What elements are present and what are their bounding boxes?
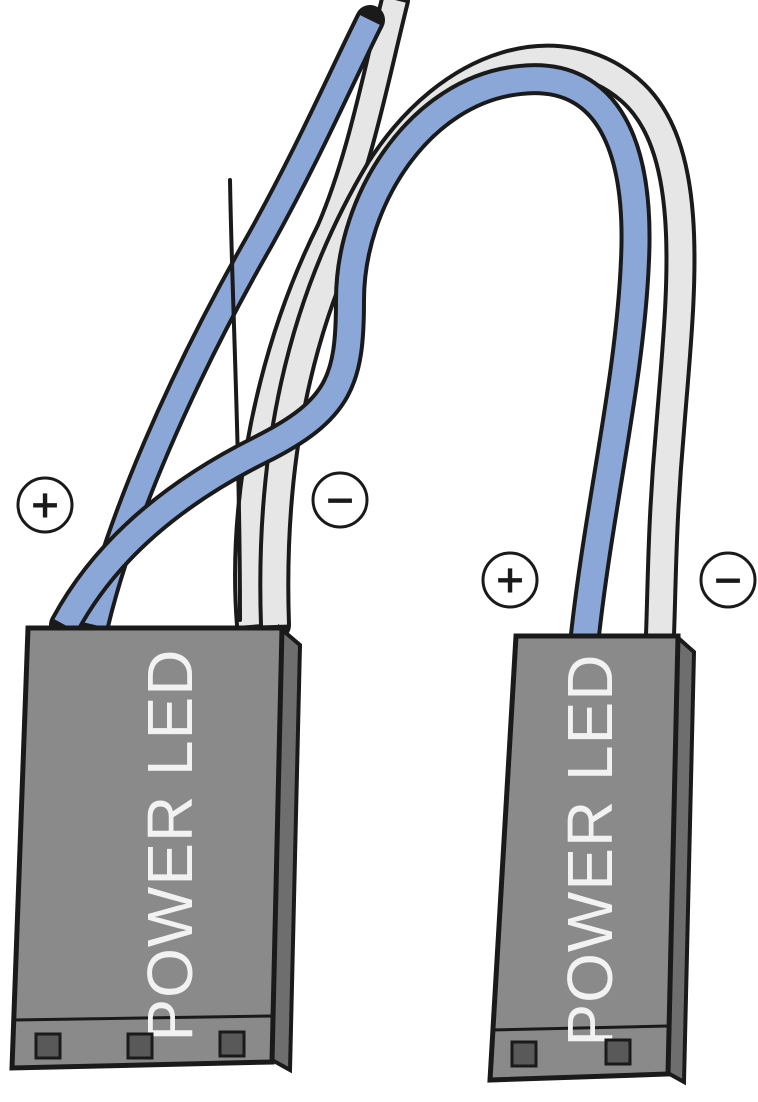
connector-left: POWER LED [9,623,303,1074]
wire-thin-line [228,178,242,622]
wire-white-loop [262,47,693,636]
minus-icon: − [311,471,369,529]
polarity-symbols: + − + − [16,471,757,609]
svg-text:−: − [324,478,356,522]
svg-text:−: − [712,558,744,602]
connector-left-label: POWER LED [134,648,206,1041]
minus-icon: − [699,551,757,609]
plus-icon: + [481,551,539,609]
wires [49,0,697,651]
wire-blue-loop [54,67,648,637]
wire-left-white-top [237,0,406,626]
connector-left-pins [34,1030,246,1060]
connector-right-body [487,633,681,1083]
svg-text:+: + [494,558,526,602]
connector-pin [218,1030,246,1058]
connector-pin [510,1040,538,1068]
connector-left-ridge [13,1014,273,1022]
connector-right-label: POWER LED [554,653,626,1046]
connector-right-ridge [491,1024,669,1032]
svg-text:+: + [29,483,61,527]
connector-pin [126,1032,154,1060]
connector-pin [604,1038,632,1066]
connector-pin [34,1032,62,1060]
connector-right: POWER LED [487,631,697,1086]
connector-left-body [9,625,285,1071]
plus-icon: + [16,476,74,534]
connector-right-pins [510,1038,632,1068]
